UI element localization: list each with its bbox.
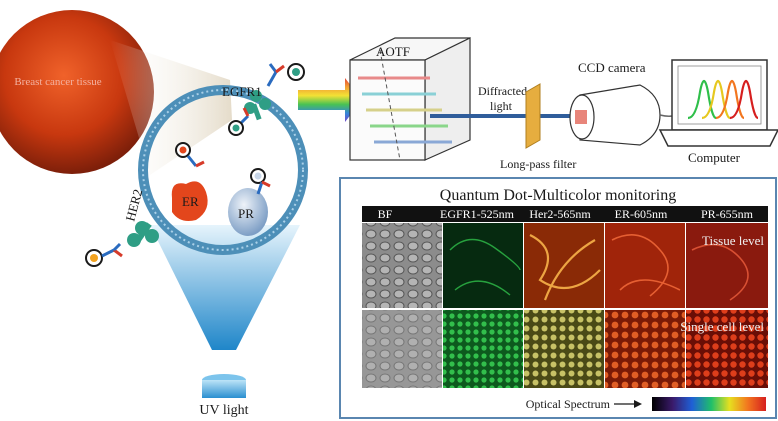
antibody-qd-her2 — [85, 242, 123, 267]
image-tissue-pr-texture — [691, 243, 749, 301]
image-cell-er — [605, 310, 685, 388]
image-tissue-er — [605, 223, 685, 308]
emission-arrow — [298, 78, 362, 122]
tissue-label: Breast cancer tissue — [14, 76, 101, 88]
image-tissue-er-texture — [611, 234, 681, 297]
col-header-bf: BF — [378, 207, 393, 221]
uv-label: UV light — [199, 403, 248, 418]
er-label: ER — [182, 194, 199, 209]
image-cell-her2 — [524, 310, 604, 388]
image-tissue-bf — [362, 223, 442, 308]
panel-title: Quantum Dot-Multicolor monitoring — [440, 187, 676, 204]
image-tissue-her2-texture — [529, 234, 601, 301]
image-tissue-egfr1 — [443, 223, 523, 308]
er-receptor — [171, 181, 208, 221]
filter-label: Long-pass filter — [500, 157, 576, 171]
antibody-qd-egfr1-inner — [228, 107, 250, 136]
col-header-pr: PR-655nm — [701, 207, 754, 221]
col-header-her2: Her2-565nm — [529, 207, 591, 221]
ccd-label: CCD camera — [578, 60, 646, 75]
her2-receptor — [127, 221, 159, 247]
image-cell-bf-texture — [362, 310, 442, 388]
spectrum-bar — [652, 397, 766, 411]
col-header-egfr1: EGFR1-525nm — [440, 207, 515, 221]
vesicle-ring-texture — [142, 89, 304, 251]
aotf-label: AOTF — [376, 44, 410, 59]
spectrum-arrow-icon — [634, 400, 642, 408]
antibody-qd-pr — [250, 168, 271, 195]
antibody-qd-er — [175, 142, 205, 168]
uv-source-body — [202, 380, 246, 398]
diffracted-label-1: Diffracted — [478, 84, 527, 98]
pr-receptor — [228, 188, 268, 236]
diffracted-label-2: light — [490, 99, 513, 113]
pr-label: PR — [238, 206, 254, 221]
image-cell-pr — [686, 310, 768, 388]
col-header-er: ER-605nm — [615, 207, 668, 221]
aotf-crystal — [349, 37, 471, 161]
image-tissue-pr — [686, 223, 768, 308]
ccd-camera-icon — [569, 84, 661, 146]
egfr1-label: EGFR1 — [222, 84, 262, 99]
row-label-tissue: Tissue level — [702, 233, 764, 248]
row-label-single-cell: Single cell level — [680, 319, 764, 334]
panel-header-bar — [362, 206, 768, 222]
long-pass-filter — [525, 83, 541, 149]
computer-icon — [658, 59, 778, 147]
uv-cone — [150, 225, 300, 350]
computer-label: Computer — [688, 150, 741, 165]
image-cell-egfr1 — [443, 310, 523, 388]
spectrum-label: Optical Spectrum — [526, 397, 611, 411]
antibody-qd-top — [266, 63, 305, 87]
her2-label: HER2 — [122, 188, 145, 223]
image-tissue-egfr1-texture — [449, 238, 521, 296]
